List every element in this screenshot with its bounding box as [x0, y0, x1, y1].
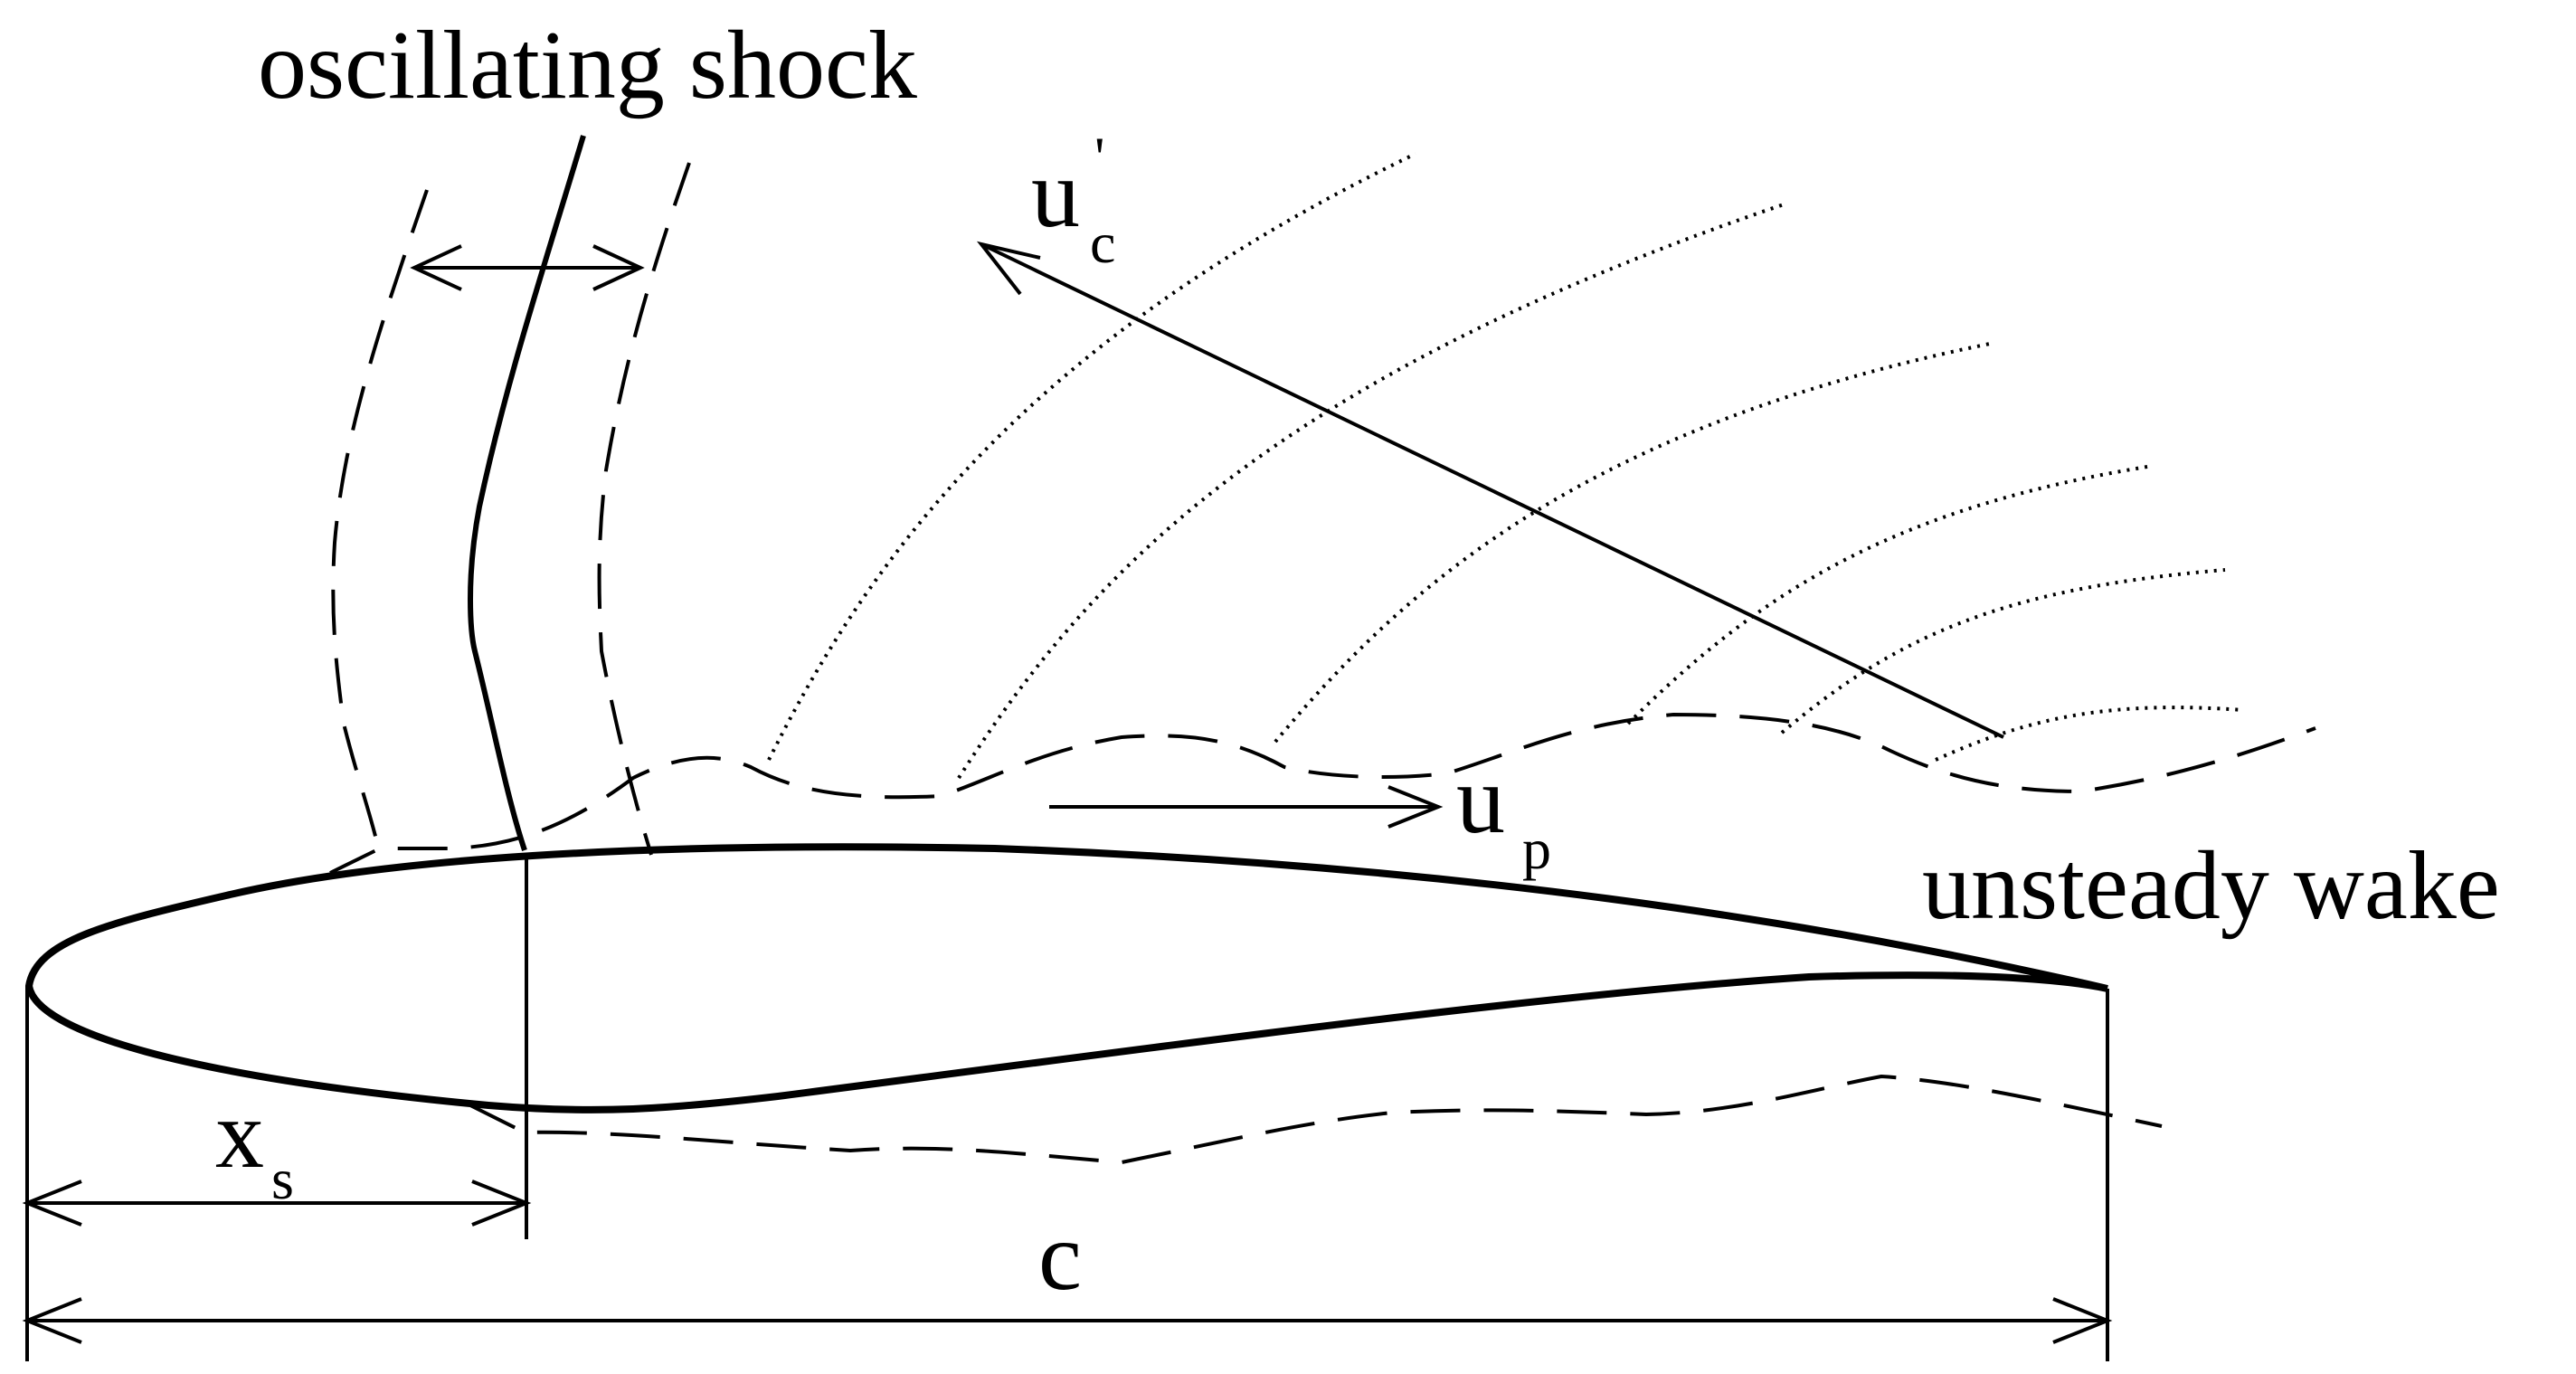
shock-extreme-left [331, 189, 429, 856]
upper-wake-boundary [329, 712, 2316, 875]
svg-text:u: u [1031, 140, 1080, 248]
expansion-waves [767, 152, 2244, 780]
x-s-label: x s [215, 1081, 294, 1211]
svg-text:': ' [1094, 125, 1105, 189]
u-c-arrow [976, 241, 2004, 739]
svg-text:s: s [271, 1147, 294, 1211]
chord-label: c [1038, 1203, 1082, 1311]
dimension-lines [22, 855, 2113, 1361]
u-p-label: u p [1456, 746, 1551, 881]
u-c-label: u c ' [1031, 125, 1115, 275]
shock-extreme-right [597, 162, 691, 856]
svg-text:c: c [1090, 211, 1115, 275]
lower-wake-boundary [469, 1074, 2163, 1165]
oscillating-shock-label: oscillating shock [258, 12, 917, 119]
shock-oscillation-arrow [410, 244, 645, 291]
shock-line [468, 135, 586, 851]
u-p-arrow [1049, 785, 1444, 829]
airfoil-outline [24, 843, 2108, 1113]
svg-text:p: p [1522, 817, 1551, 881]
svg-text:u: u [1456, 746, 1505, 854]
svg-text:x: x [215, 1081, 264, 1189]
unsteady-wake-label: unsteady wake [1922, 832, 2500, 940]
